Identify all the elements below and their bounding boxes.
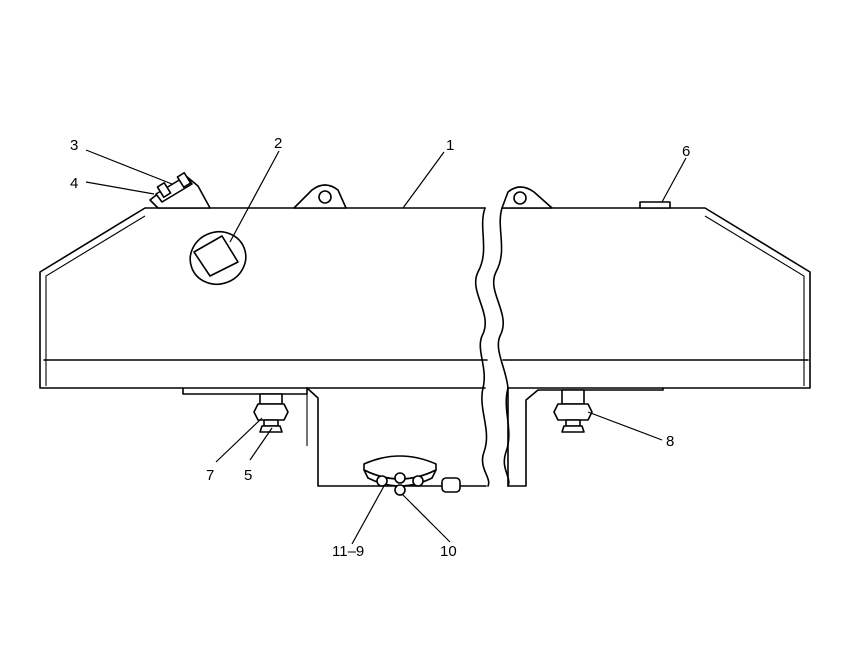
callout-4: 4 (70, 175, 78, 192)
callout-5: 5 (244, 467, 252, 484)
callout-3: 3 (70, 137, 78, 154)
breather-cap (639, 201, 671, 209)
mount-isolator-right (553, 389, 593, 433)
lifting-eye-left (293, 184, 347, 209)
leader-lines (85, 149, 687, 545)
lifting-eye-right (501, 186, 553, 209)
filler-neck (149, 171, 211, 209)
callout-2: 2 (274, 135, 282, 152)
callout-10: 10 (440, 543, 457, 560)
callout-11-9: 11–9 (332, 543, 364, 560)
drain-plug (441, 477, 461, 493)
tank-left-section (39, 207, 488, 389)
callout-6: 6 (682, 143, 690, 160)
callout-1: 1 (446, 137, 454, 154)
callout-labels: 1 2 3 4 5 6 7 8 11–9 10 (70, 135, 690, 560)
tank-right-section (492, 207, 811, 389)
mount-isolator-left (253, 393, 289, 433)
drain-flange (363, 455, 437, 496)
sight-gauge (189, 230, 247, 286)
callout-7: 7 (206, 467, 214, 484)
callout-8: 8 (666, 433, 674, 450)
